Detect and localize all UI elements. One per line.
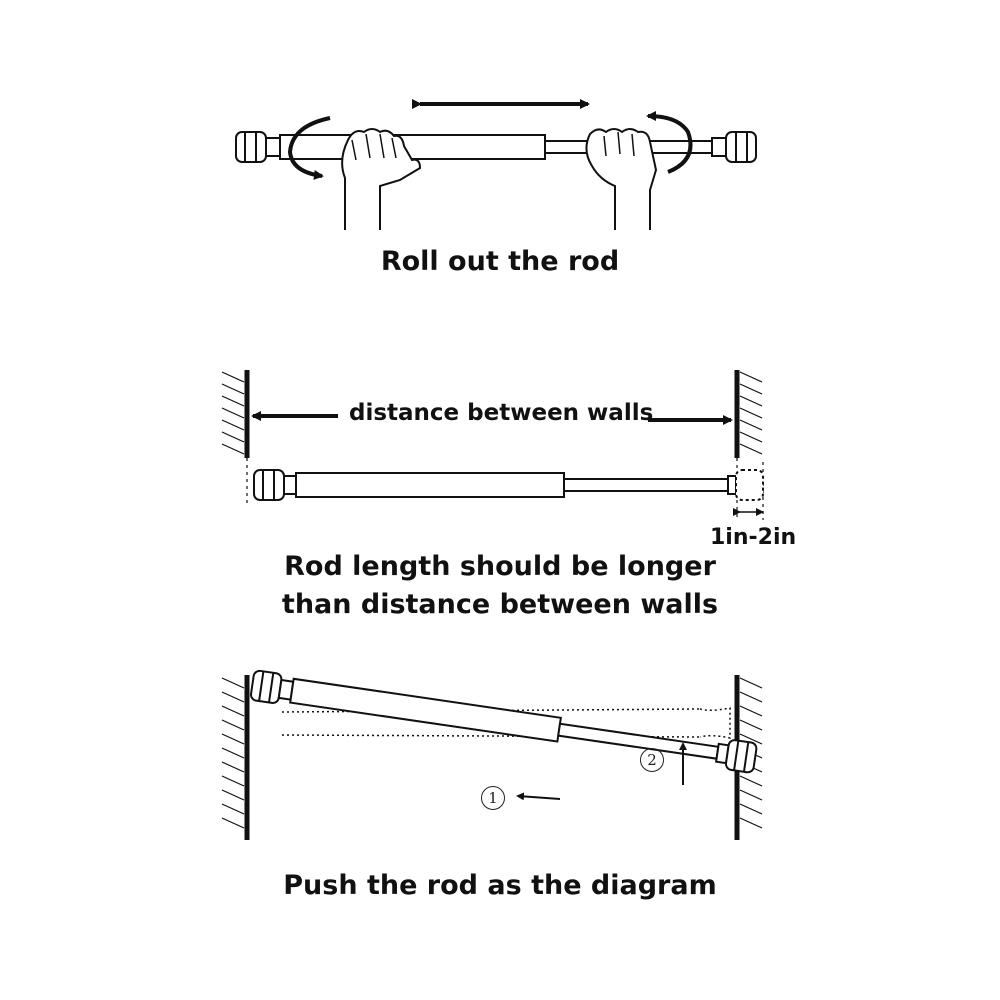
measured-rod: [253, 469, 764, 501]
step-marker-2: 2: [640, 748, 664, 772]
step1-caption: Roll out the rod: [380, 246, 620, 277]
step2-caption-line1: Rod length should be longer: [284, 551, 716, 582]
step3-caption: Push the rod as the diagram: [283, 870, 717, 901]
step-marker-2-text: 2: [647, 751, 657, 769]
left-hand: [341, 128, 422, 230]
step3-illustration: [221, 669, 763, 840]
distance-label: distance between walls: [349, 400, 654, 426]
left-wall: [221, 370, 250, 458]
rod: [235, 131, 757, 163]
step2-illustration: [221, 370, 764, 520]
step1-illustration: [235, 99, 757, 230]
left-wall-3: [221, 675, 250, 840]
right-wall: [734, 370, 763, 458]
gap-label: 1in-2in: [710, 525, 797, 550]
rotate-right-arrow: [646, 111, 693, 174]
step-marker-1-text: 1: [488, 789, 498, 807]
final-position-outline: [281, 707, 731, 739]
step-marker-1: 1: [481, 786, 505, 810]
push-arrow: [516, 792, 561, 801]
step2-caption: Rod length should be longer than distanc…: [0, 548, 1000, 624]
step2-caption-line2: than distance between walls: [281, 589, 719, 620]
right-hand: [585, 128, 658, 230]
rotate-left-arrow: [287, 116, 331, 180]
tilted-rod: [249, 669, 758, 774]
